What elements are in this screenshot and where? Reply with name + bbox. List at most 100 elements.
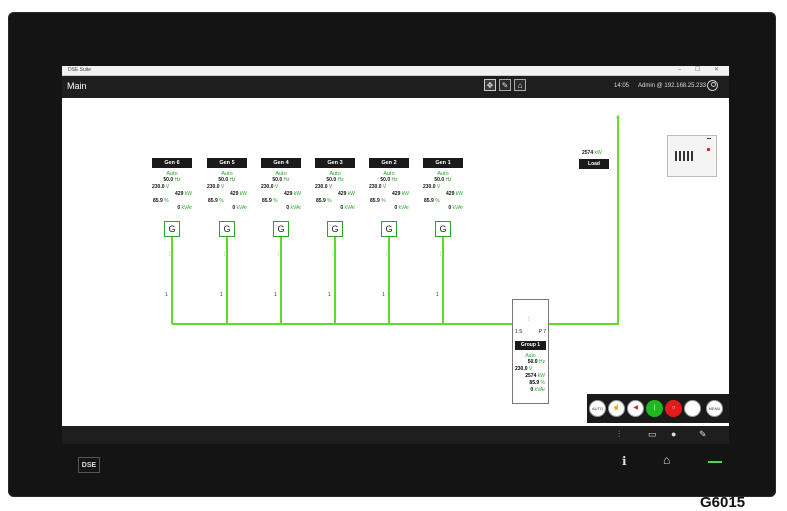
page-title: Main (67, 81, 87, 91)
user-avatar-icon[interactable] (707, 80, 718, 91)
group-kvar: 0 kVAr (530, 387, 545, 393)
status-led (708, 461, 722, 463)
generator-panel[interactable]: Gen 5 Auto 50.0 Hz 230.0 V 429 kW 85.9 %… (207, 158, 247, 212)
minimap-collapse-icon[interactable] (707, 138, 711, 139)
group-volt: 230.0 V (515, 366, 533, 372)
generator-symbol[interactable]: G (381, 221, 397, 237)
generator-pf: 85.9 % (424, 198, 440, 204)
app-header: Main ✥ ✎ ⌂ 14:05 Admin @ 192.168.25.233 (62, 76, 729, 98)
breaker-icon: ⁞ (169, 252, 171, 258)
generator-panel[interactable]: Gen 4 Auto 50.0 Hz 230.0 V 429 kW 85.9 %… (261, 158, 301, 212)
menu-button[interactable]: MENU (706, 400, 723, 417)
breaker-icon: ⁞ (278, 252, 280, 258)
auto-button[interactable]: AUTO (589, 400, 606, 417)
group-mode: Auto (525, 353, 536, 359)
generator-symbol[interactable]: G (164, 221, 180, 237)
generator-name: Gen 2 (369, 158, 409, 168)
generator-freq: 50.0 Hz (163, 177, 181, 183)
move-icon[interactable]: ✥ (484, 79, 496, 91)
manual-hand-icon[interactable]: ☝ (608, 400, 625, 417)
generator-symbol[interactable]: G (273, 221, 289, 237)
generator-mode: Auto (383, 171, 395, 177)
breaker-icon: ⁞ (386, 252, 388, 258)
generator-kvar: 0 kVAr (394, 205, 409, 211)
generator-kw: 429 kW (284, 191, 301, 197)
generator-kvar: 0 kVAr (448, 205, 463, 211)
breaker-icon: ⁞ (224, 252, 226, 258)
breaker-icon: ⁞ (440, 252, 442, 258)
stop-button[interactable]: ○ (665, 400, 682, 417)
generator-name: Gen 6 (152, 158, 192, 168)
generator-kvar: 0 kVAr (340, 205, 355, 211)
group-freq: 50.0 Hz (527, 359, 545, 365)
load-kw: 2574 kW (582, 150, 602, 156)
window-titlebar: DSE Suite – ☐ ✕ (62, 66, 729, 76)
generator-volt: 230.0 V (315, 184, 333, 190)
generator-panel[interactable]: Gen 3 Auto 50.0 Hz 230.0 V 429 kW 85.9 %… (315, 158, 355, 212)
generator-panel[interactable]: Gen 2 Auto 50.0 Hz 230.0 V 429 kW 85.9 %… (369, 158, 409, 212)
breaker-number: 1 (328, 292, 331, 298)
generator-kvar: 0 kVAr (286, 205, 301, 211)
generator-symbol[interactable]: G (435, 221, 451, 237)
edit-icon[interactable]: ✎ (499, 79, 511, 91)
group-kw: 2574 kW (525, 373, 545, 379)
generator-freq: 50.0 Hz (326, 177, 344, 183)
info-icon[interactable]: ℹ (622, 454, 627, 468)
dse-logo: DSE (78, 457, 100, 473)
single-line-diagram: ▲ Gen 6 Auto 50.0 Hz 230.0 V 429 kW 85.9… (62, 98, 729, 426)
generator-symbol[interactable]: G (219, 221, 235, 237)
minimap-indicator (707, 148, 710, 151)
generator-feeder (388, 237, 390, 324)
minimap[interactable] (667, 135, 717, 177)
group-values: Auto 50.0 Hz 230.0 V 2574 kW 85.9 % 0 kV… (513, 353, 548, 394)
generator-pf: 85.9 % (370, 198, 386, 204)
generator-freq: 50.0 Hz (272, 177, 290, 183)
load-label[interactable]: Load (579, 159, 609, 169)
blank-button[interactable] (684, 400, 701, 417)
generator-freq: 50.0 Hz (380, 177, 398, 183)
generator-volt: 230.0 V (369, 184, 387, 190)
generator-feeder (226, 237, 228, 324)
generator-pf: 85.9 % (316, 198, 332, 204)
group-sp-left: 1 S (515, 329, 523, 335)
group-name: Group 1 (515, 341, 546, 350)
generator-mode: Auto (437, 171, 449, 177)
generator-name: Gen 3 (315, 158, 355, 168)
breaker-number: 1 (220, 292, 223, 298)
generator-pf: 85.9 % (153, 198, 169, 204)
generator-feeder (442, 237, 444, 324)
breaker-number: 1 (274, 292, 277, 298)
mute-alarm-icon[interactable]: ◀ (627, 400, 644, 417)
minimap-graphic (675, 151, 695, 161)
keyboard-icon[interactable]: ▭ (648, 429, 657, 439)
breaker-number: 1 (165, 292, 168, 298)
breaker-number: 1 (382, 292, 385, 298)
sliders-icon[interactable]: ⫶ (618, 429, 621, 439)
home-icon[interactable]: ⌂ (514, 79, 526, 91)
model-label: G6015 (700, 494, 746, 511)
generator-name: Gen 5 (207, 158, 247, 168)
user-info: Admin @ 192.168.25.233 (638, 83, 707, 89)
globe-icon[interactable]: ● (671, 429, 677, 439)
group-pf: 85.9 % (529, 380, 545, 386)
group-panel[interactable]: ⁞ 1 S P 7 Group 1 Auto 50.0 Hz 230.0 V 2… (512, 299, 549, 404)
start-button[interactable]: | (646, 400, 663, 417)
generator-panel[interactable]: Gen 1 Auto 50.0 Hz 230.0 V 429 kW 85.9 %… (423, 158, 463, 212)
generator-mode: Auto (166, 171, 178, 177)
generator-panel[interactable]: Gen 6 Auto 50.0 Hz 230.0 V 429 kW 85.9 %… (152, 158, 192, 212)
generator-feeder (280, 237, 282, 324)
window-controls[interactable]: – ☐ ✕ (677, 67, 725, 73)
breaker-icon: ⁞ (528, 317, 530, 323)
generator-freq: 50.0 Hz (434, 177, 452, 183)
load-feeder (617, 118, 619, 325)
generator-name: Gen 1 (423, 158, 463, 168)
generator-volt: 230.0 V (207, 184, 225, 190)
bottom-toolbar: ⫶ ▭ ● ✎ (62, 426, 729, 444)
home-hardware-icon[interactable]: ⌂ (663, 453, 671, 467)
pencil-icon[interactable]: ✎ (699, 429, 707, 439)
breaker-icon: ⁞ (332, 252, 334, 258)
generator-pf: 85.9 % (208, 198, 224, 204)
generator-symbol[interactable]: G (327, 221, 343, 237)
arrow-up-icon: ▲ (615, 114, 621, 120)
generator-pf: 85.9 % (262, 198, 278, 204)
